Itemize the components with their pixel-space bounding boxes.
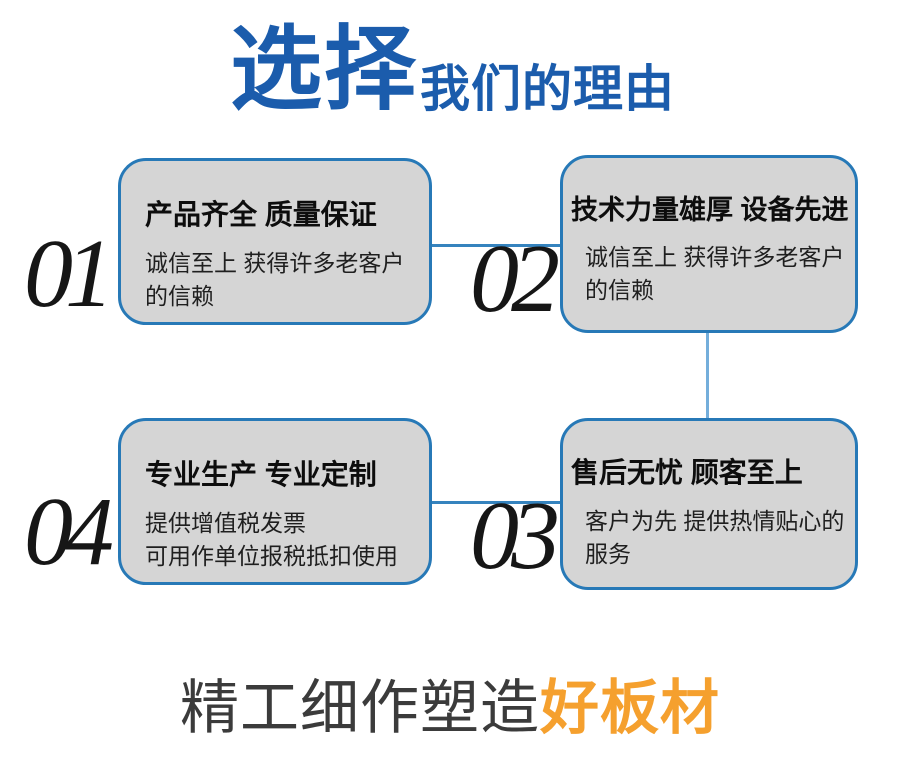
slogan-accent-text: 好板材 bbox=[540, 675, 721, 741]
card-title: 售后无忧 顾客至上 bbox=[571, 457, 803, 488]
feature-card-technology: 技术力量雄厚 设备先进 诚信至上 获得许多老客户 的信赖 bbox=[560, 155, 858, 333]
card-body: 诚信至上 获得许多老客户 的信赖 bbox=[585, 241, 849, 308]
page-title-sub: 我们的理由 bbox=[420, 61, 675, 117]
card-body-line: 提供增值税发票 bbox=[145, 510, 306, 536]
card-body-line: 客户为先 提供热情贴心的 bbox=[585, 508, 845, 534]
card-body: 客户为先 提供热情贴心的 服务 bbox=[585, 505, 849, 572]
card-body: 提供增值税发票 可用作单位报税抵扣使用 bbox=[145, 507, 409, 574]
step-number-01: 01 bbox=[24, 220, 114, 328]
card-title: 专业生产 专业定制 bbox=[145, 459, 377, 490]
card-body-line: 的信赖 bbox=[145, 283, 214, 310]
card-body-line: 服务 bbox=[585, 541, 631, 568]
card-body-line: 诚信至上 获得许多老客户 bbox=[585, 244, 845, 270]
step-number-03: 03 bbox=[470, 482, 560, 590]
card-body-line: 可用作单位报税抵扣使用 bbox=[145, 543, 398, 570]
connector-line-top bbox=[432, 244, 560, 247]
feature-card-aftersales: 售后无忧 顾客至上 客户为先 提供热情贴心的 服务 bbox=[560, 418, 858, 590]
slogan: 精工细作塑造好板材 bbox=[0, 676, 900, 741]
step-number-04: 04 bbox=[24, 478, 114, 586]
connector-line-bottom bbox=[432, 501, 560, 504]
connector-line-vertical bbox=[706, 333, 709, 419]
card-title: 技术力量雄厚 设备先进 bbox=[571, 195, 849, 225]
card-body-line: 的信赖 bbox=[585, 277, 654, 304]
feature-card-customization: 专业生产 专业定制 提供增值税发票 可用作单位报税抵扣使用 bbox=[118, 418, 432, 585]
step-number-02: 02 bbox=[470, 225, 560, 333]
card-title: 产品齐全 质量保证 bbox=[145, 199, 377, 230]
card-body: 诚信至上 获得许多老客户 的信赖 bbox=[145, 247, 409, 314]
feature-card-products: 产品齐全 质量保证 诚信至上 获得许多老客户 的信赖 bbox=[118, 158, 432, 325]
card-body-line: 诚信至上 获得许多老客户 bbox=[145, 250, 405, 276]
page-title-main: 选择 bbox=[230, 19, 419, 121]
slogan-dark-text: 精工细作塑造 bbox=[179, 675, 540, 741]
